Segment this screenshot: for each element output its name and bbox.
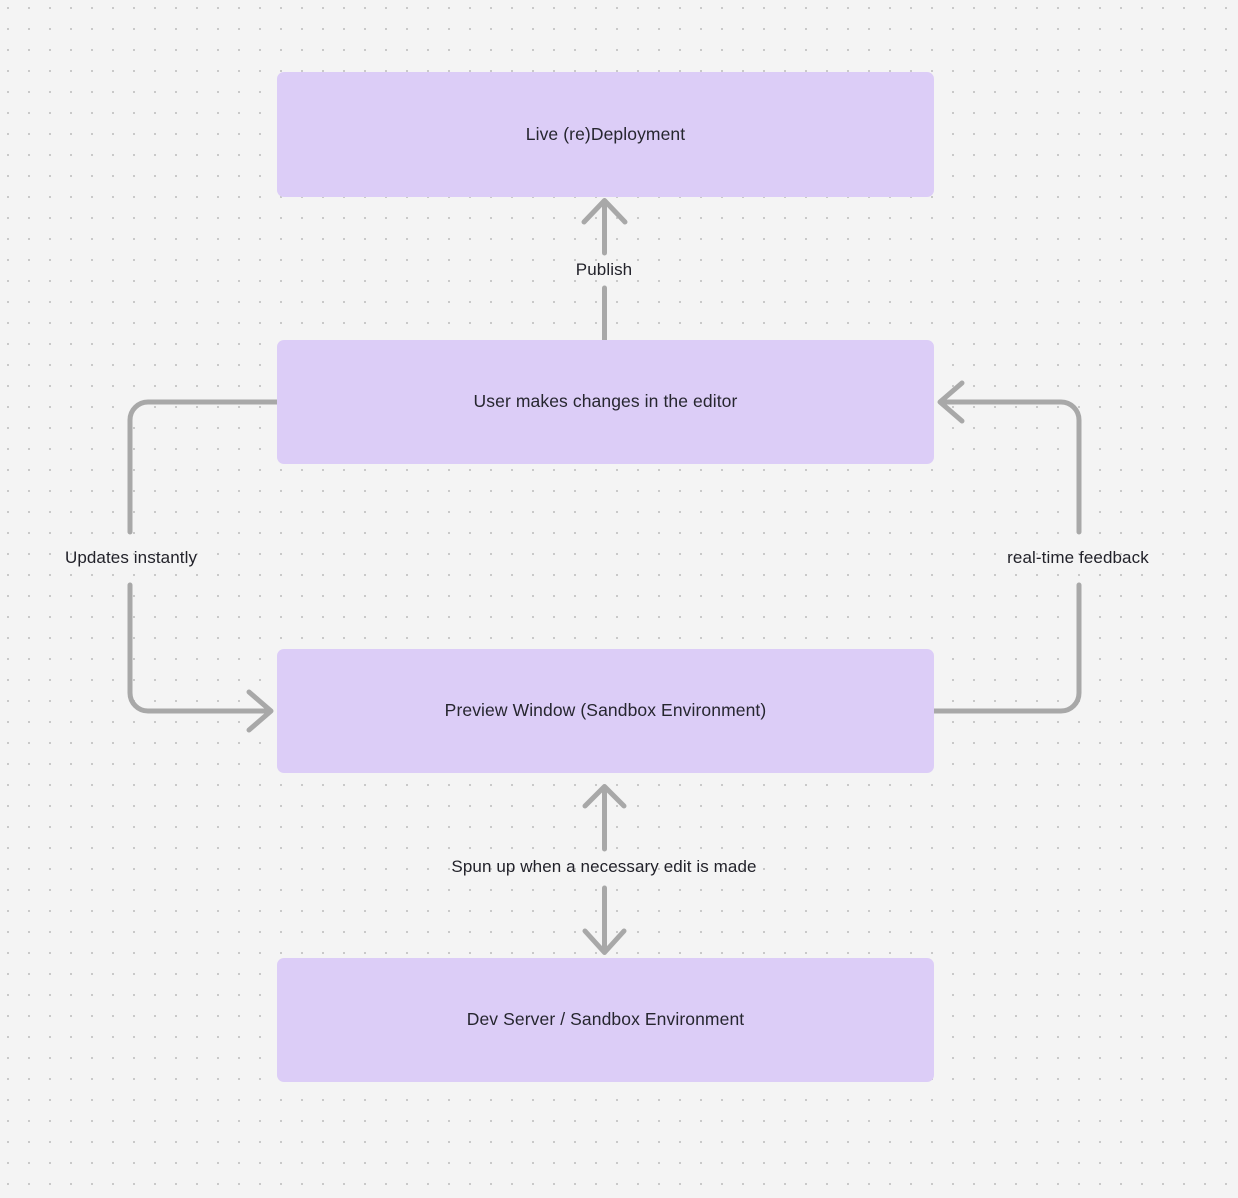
edge-updates-instantly-arrowhead-icon	[246, 689, 274, 733]
node-live-deployment-label: Live (re)Deployment	[525, 123, 686, 144]
edge-real-time-feedback-arrowhead-icon	[937, 380, 965, 424]
node-dev-server-label: Dev Server / Sandbox Environment	[466, 1009, 745, 1030]
edge-publish-arrowhead-icon	[581, 198, 628, 225]
edge-label-updates-instantly: Updates instantly	[64, 547, 198, 567]
edge-spun-up-arrowhead-up-icon	[582, 784, 627, 809]
node-preview-window-label: Preview Window (Sandbox Environment)	[444, 700, 767, 721]
edge-spun-up-arrowhead-down-icon	[582, 928, 627, 955]
node-dev-server[interactable]: Dev Server / Sandbox Environment	[277, 958, 934, 1082]
node-user-edits[interactable]: User makes changes in the editor	[277, 340, 934, 464]
edge-label-publish: Publish	[575, 259, 633, 279]
edge-updates-instantly-segment-lower	[127, 582, 268, 714]
edge-label-real-time-feedback: real-time feedback	[1007, 547, 1149, 567]
edge-real-time-feedback-segment-upper	[943, 399, 1082, 535]
node-preview-window[interactable]: Preview Window (Sandbox Environment)	[277, 649, 934, 773]
node-user-edits-label: User makes changes in the editor	[473, 391, 738, 412]
node-live-deployment[interactable]: Live (re)Deployment	[277, 72, 934, 197]
edge-updates-instantly-segment-upper	[127, 399, 280, 535]
edge-label-spun-up: Spun up when a necessary edit is made	[451, 856, 757, 876]
edge-real-time-feedback-segment-lower	[931, 582, 1082, 714]
